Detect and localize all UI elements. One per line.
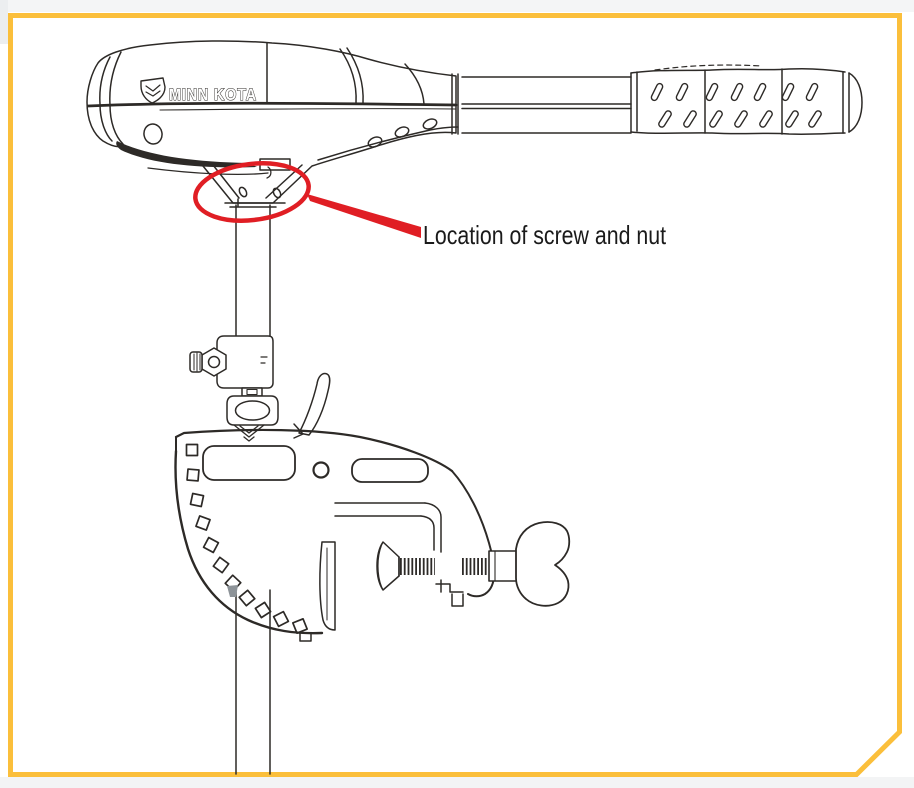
motor-head — [86, 40, 459, 204]
callout-arrow — [307, 194, 421, 238]
minn-kota-logo: MINN KOTA — [169, 86, 257, 104]
tiller-handle — [451, 64, 863, 136]
motor-illustration — [86, 40, 863, 775]
top-edge-strip — [0, 0, 914, 12]
mounting-bracket — [174, 428, 495, 642]
bracket-slot-right — [351, 458, 429, 483]
screw-hole-right — [272, 187, 282, 199]
bottom-edge-strip — [0, 777, 914, 788]
clamp-wing-knob — [515, 521, 571, 607]
frame-border — [8, 13, 902, 777]
bracket-slot-left — [202, 445, 296, 481]
tension-bolt — [201, 347, 227, 377]
highlight-ellipse — [193, 161, 311, 223]
motor-shaft-lower — [227, 585, 271, 775]
left-edge-strip — [0, 0, 8, 44]
grip-ribs — [650, 82, 822, 128]
clamp-arm — [334, 502, 464, 593]
minn-kota-logo-icon — [140, 77, 166, 104]
head-button — [143, 123, 163, 145]
screw-hole-left — [238, 186, 248, 198]
release-lever — [293, 372, 331, 439]
handle-grip — [630, 64, 863, 136]
callout-label: Location of screw and nut — [423, 220, 667, 250]
spring-washer — [233, 424, 265, 442]
transom-clamp-screw — [376, 521, 571, 607]
depth-collar — [189, 335, 279, 442]
motor-shaft-upper — [235, 204, 271, 339]
bracket-hole — [312, 461, 330, 479]
